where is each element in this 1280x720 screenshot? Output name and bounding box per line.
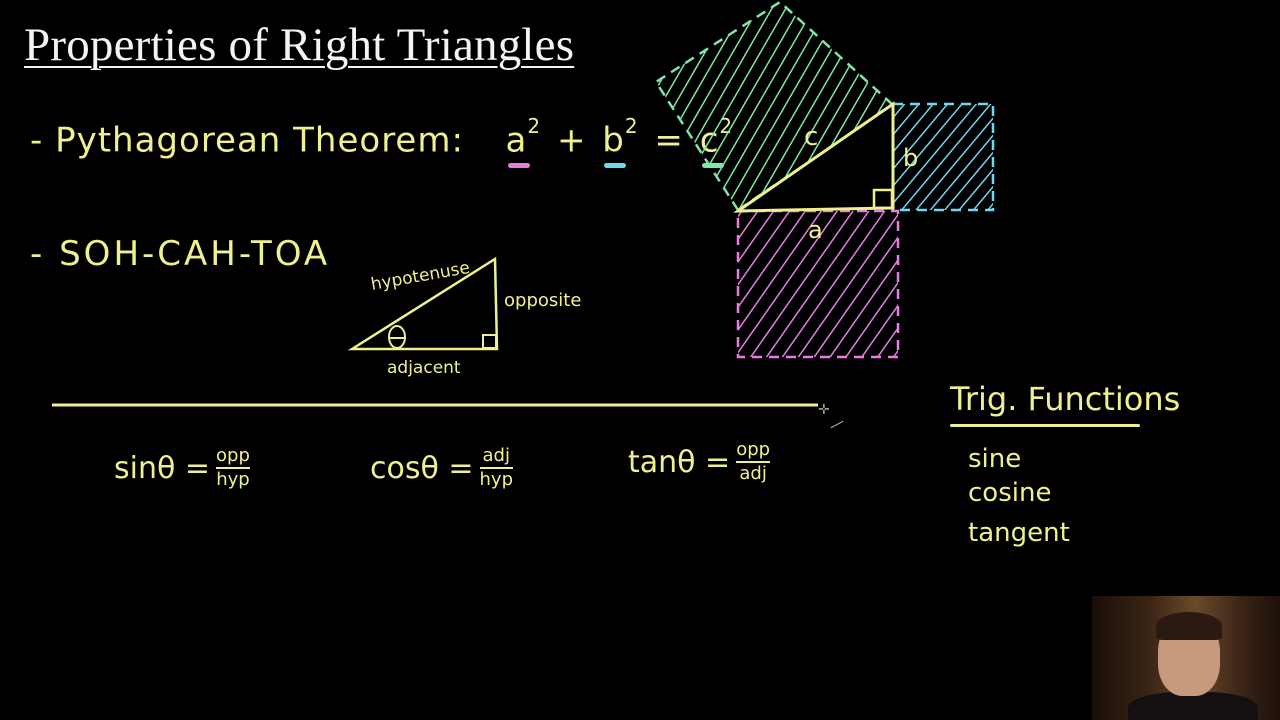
crosshair-cursor-icon: ✛ bbox=[818, 402, 830, 418]
svg-text:a: a bbox=[808, 216, 823, 244]
trig-item-cosine: cosine bbox=[968, 478, 1052, 508]
svg-text:opposite: opposite bbox=[504, 290, 581, 311]
big-triangle bbox=[733, 101, 895, 213]
square-a bbox=[736, 209, 900, 359]
term-b: b2 bbox=[602, 114, 638, 169]
presenter-hair bbox=[1156, 612, 1222, 640]
webcam-overlay bbox=[1092, 596, 1280, 720]
bullet-label: Pythagorean Theorem: bbox=[55, 120, 464, 161]
trig-item-sine: sine bbox=[968, 444, 1022, 474]
bullet-dash: - bbox=[30, 234, 46, 274]
trig-item-tangent: tangent bbox=[968, 518, 1070, 548]
small-triangle bbox=[347, 256, 499, 351]
slide-title: Properties of Right Triangles bbox=[24, 19, 575, 71]
bullet-sohcahtoa: - SOH-CAH-TOA bbox=[30, 234, 330, 274]
svg-text:b: b bbox=[903, 144, 918, 172]
svg-text:c: c bbox=[804, 122, 818, 152]
term-a: a2 bbox=[506, 114, 542, 169]
plus-sign: + bbox=[556, 120, 587, 161]
bullet-dash: - bbox=[30, 120, 44, 161]
equals-sign: = bbox=[654, 120, 684, 161]
square-b bbox=[891, 102, 995, 212]
svg-text:hypotenuse: hypotenuse bbox=[369, 258, 471, 295]
svg-text:adjacent: adjacent bbox=[387, 358, 461, 378]
trig-functions-title: Trig. Functions bbox=[950, 380, 1181, 418]
bullet-label: SOH-CAH-TOA bbox=[59, 234, 331, 274]
presenter-shirt bbox=[1128, 692, 1258, 720]
trig-functions-underline bbox=[950, 424, 1140, 427]
